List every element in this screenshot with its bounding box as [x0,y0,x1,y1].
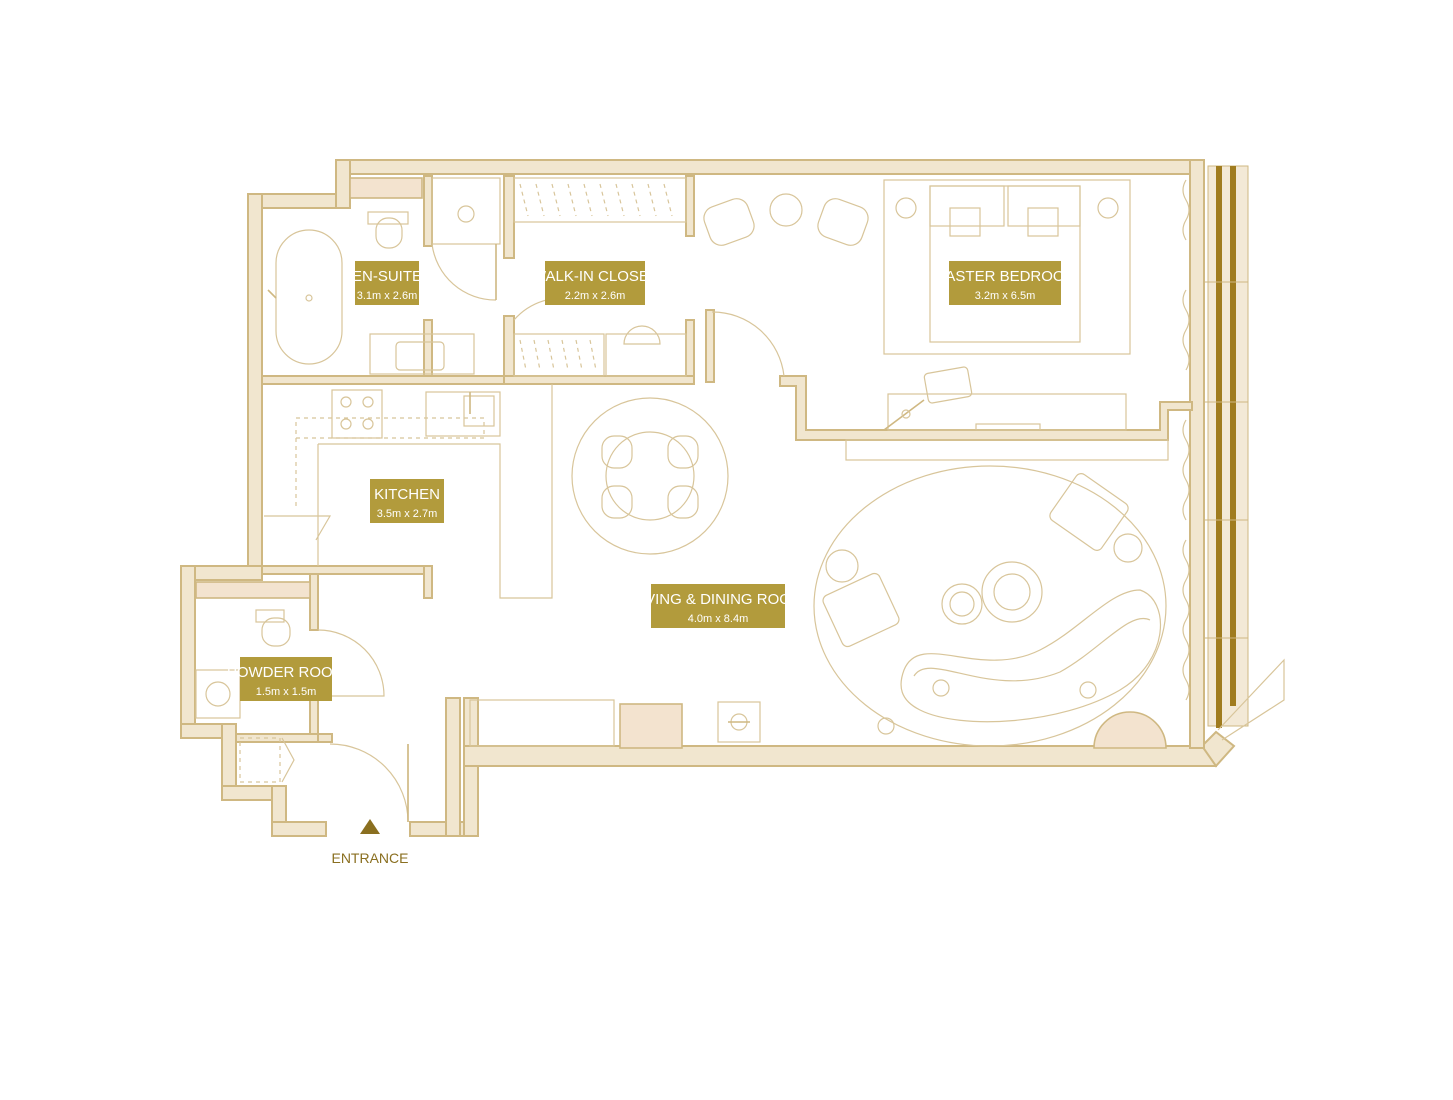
outer-walls [180,159,1236,837]
room-name: WALK-IN CLOSET [532,268,658,285]
room-label-walk-in-closet: WALK-IN CLOSET 2.2m x 2.6m [532,261,658,305]
room-name: MASTER BEDROOM [933,268,1077,285]
interior-walls [235,175,1193,743]
kitchen-fixtures [264,384,553,599]
room-dimensions: 4.0m x 8.4m [688,613,749,625]
room-label-en-suite: EN-SUITE 3.1m x 2.6m [352,261,422,305]
en-suite-fixtures [267,177,501,375]
entrance-label: ENTRANCE [331,850,408,866]
closet-fixtures [513,177,687,377]
entrance-arrow-icon [360,819,380,834]
room-label-living-dining: LIVING & DINING ROOM 4.0m x 8.4m [633,584,804,628]
room-dimensions: 3.5m x 2.7m [377,508,438,520]
room-name: POWDER ROOM [227,664,345,681]
room-dimensions: 1.5m x 1.5m [256,686,317,698]
bedroom-furniture [703,179,1169,461]
room-dimensions: 3.1m x 2.6m [357,290,418,302]
window-glazing [1182,165,1285,741]
room-name: LIVING & DINING ROOM [633,591,804,608]
room-name: KITCHEN [374,486,440,503]
entrance-marker: ENTRANCE [331,819,409,866]
room-dimensions: 2.2m x 2.6m [565,290,626,302]
room-label-kitchen: KITCHEN 3.5m x 2.7m [370,479,444,523]
room-label-powder-room: POWDER ROOM 1.5m x 1.5m [227,657,345,701]
room-name: EN-SUITE [352,268,422,285]
room-label-master-bedroom: MASTER BEDROOM 3.2m x 6.5m [933,261,1077,305]
room-dimensions: 3.2m x 6.5m [975,290,1036,302]
living-dining-furniture [469,311,1167,749]
